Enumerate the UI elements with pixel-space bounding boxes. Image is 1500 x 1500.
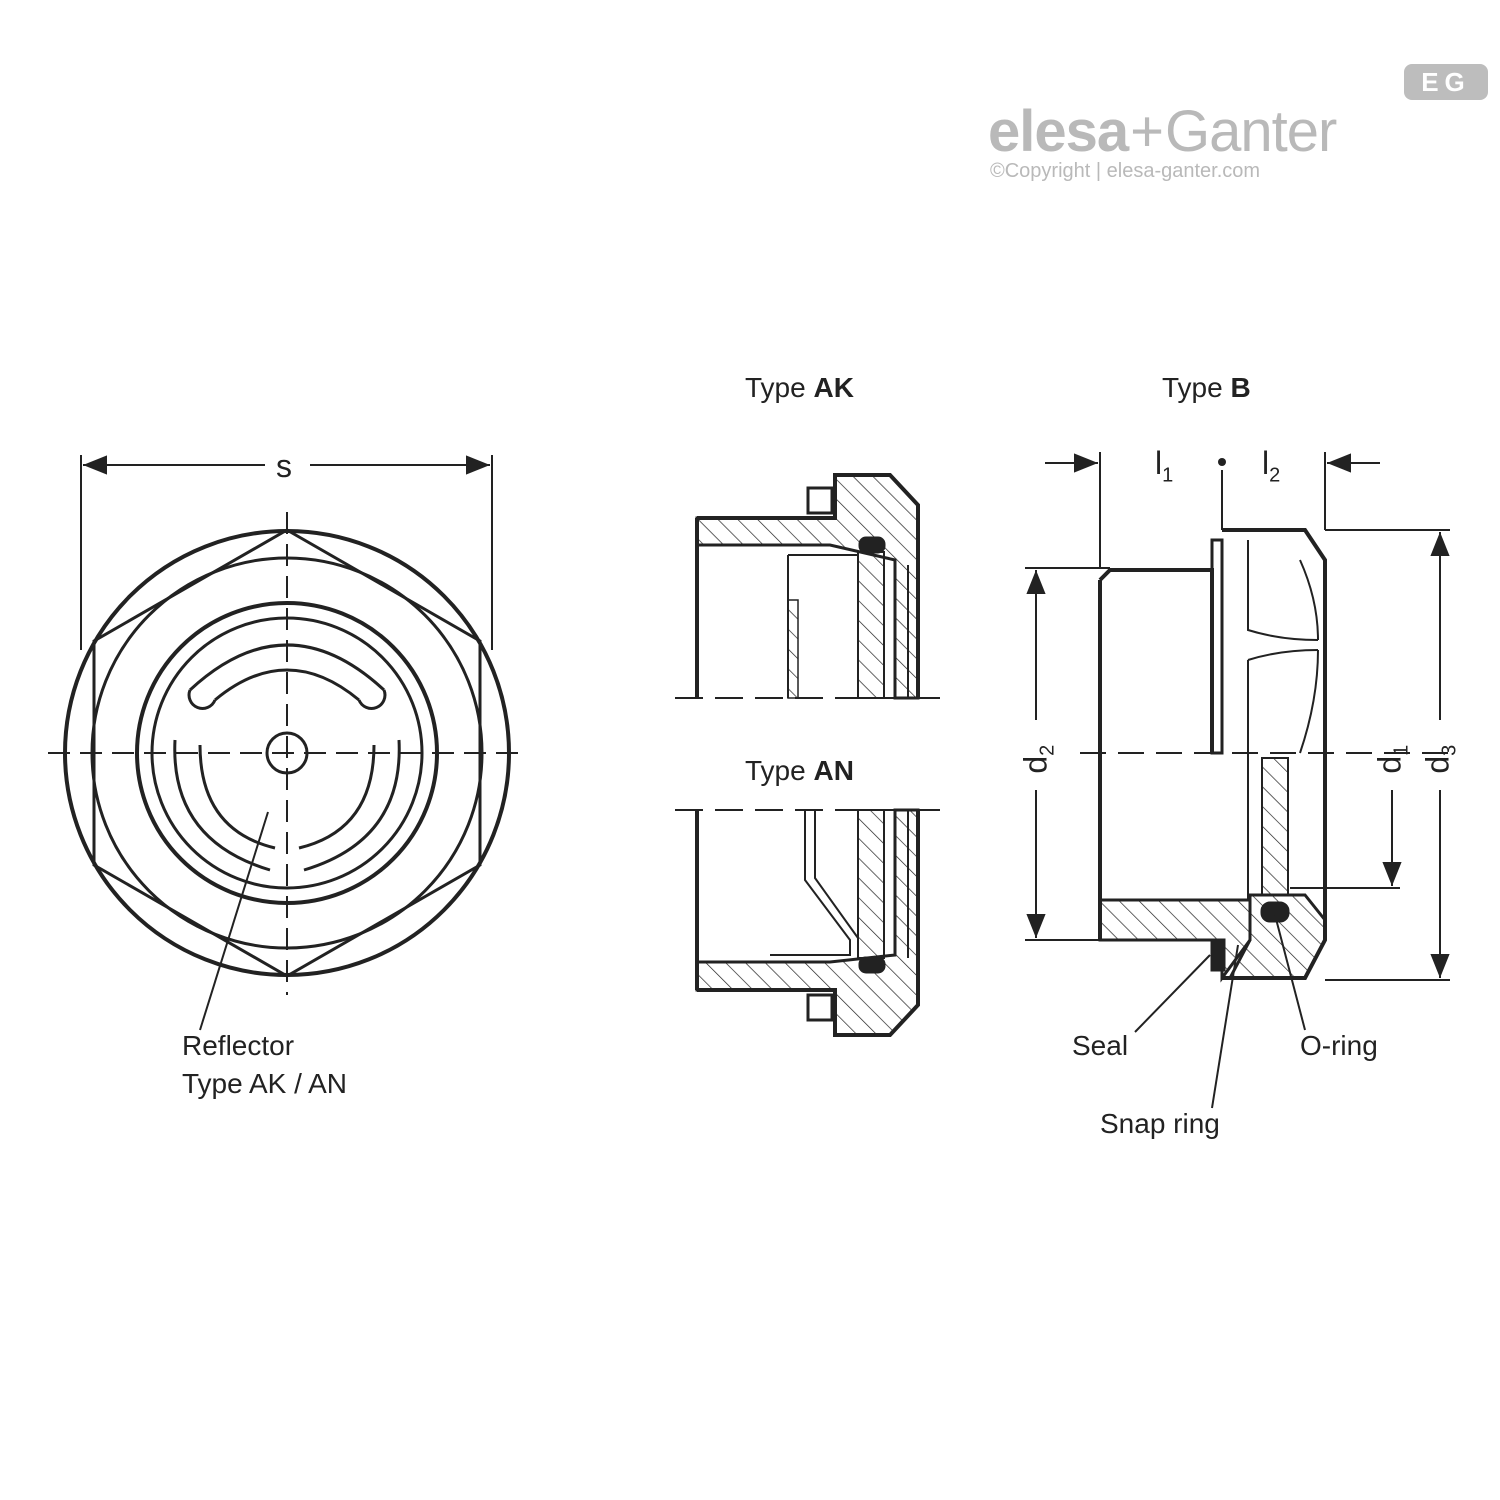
brand-logo-elesa: elesa: [988, 99, 1129, 164]
type-ak-an-section: [675, 473, 940, 1037]
type-b-heading: Type B: [1162, 372, 1251, 403]
type-an-heading: Type AN: [745, 755, 854, 786]
brand-badge: EG: [1404, 64, 1488, 100]
copyright-note: ©Copyright | elesa-ganter.com: [990, 160, 1261, 182]
dim-d2-label: d2: [1017, 744, 1059, 774]
callout-reflector-type: Type AK / AN: [182, 1068, 347, 1099]
callout-seal: Seal: [1072, 1030, 1129, 1061]
brand-logo-ganter: Ganter: [1165, 99, 1337, 164]
callout-snap-ring: Snap ring: [1100, 1108, 1220, 1139]
callout-o-ring: O-ring: [1300, 1030, 1378, 1061]
reflector-slot-left: [173, 739, 271, 872]
dim-d1-label: d1: [1371, 744, 1413, 774]
dim-s-label: s: [276, 448, 292, 484]
callout-reflector: Reflector: [182, 1030, 295, 1061]
reflector-slot-right: [303, 739, 401, 872]
brand-logo-plus: +: [1130, 99, 1164, 164]
front-view: [48, 455, 525, 1031]
brand-logo: elesa+Ganter: [988, 98, 1337, 165]
dim-d3-label: d3: [1419, 744, 1461, 774]
type-b-section: [1025, 452, 1450, 1109]
dim-l2-label: l2: [1262, 445, 1281, 487]
dim-l1-label: l1: [1155, 445, 1174, 487]
type-ak-heading: Type AK: [745, 372, 854, 403]
